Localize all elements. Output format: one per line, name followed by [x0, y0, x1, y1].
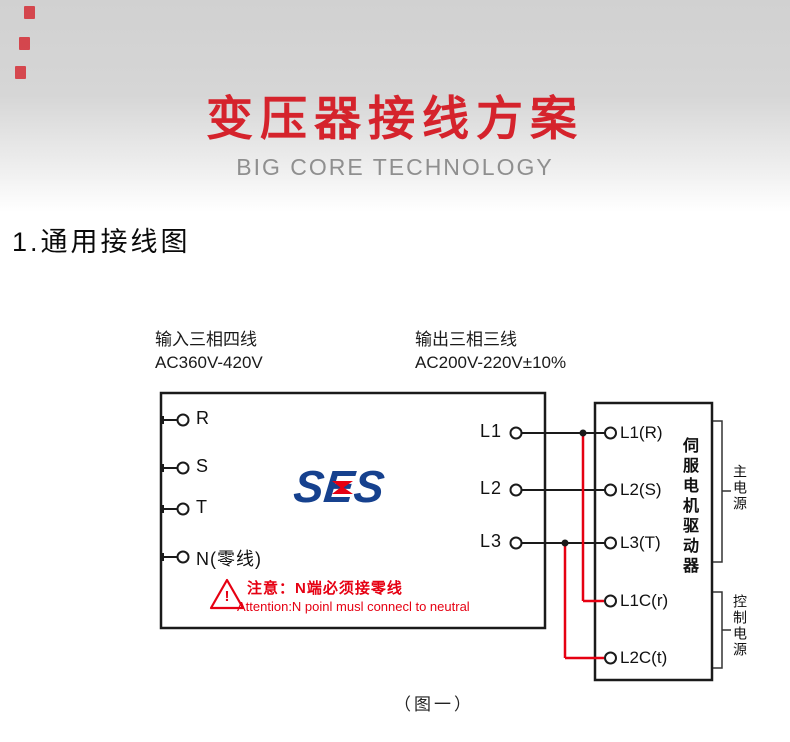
terminal-label-l2: L2	[480, 478, 503, 498]
page-subtitle: BIG CORE TECHNOLOGY	[236, 154, 554, 180]
input-terminal-symbols	[162, 413, 190, 564]
drive-terminal-l1r: L1(R)	[620, 423, 663, 442]
ses-logo-text: SES	[291, 461, 387, 512]
drive-terminal-l2ct: L2C(t)	[620, 648, 668, 667]
ses-logo-red-accent-icon	[332, 481, 353, 494]
control-power-label: 控制电源	[732, 594, 748, 658]
page-title: 变压器接线方案	[206, 92, 584, 145]
figure-caption: （图一）	[394, 695, 474, 714]
control-power-wires	[563, 433, 604, 660]
terminal-label-s: S	[196, 456, 210, 476]
drive-terminal-l2s: L2(S)	[620, 480, 662, 499]
section-heading: 1.通用接线图	[12, 227, 191, 257]
transformer-box	[159, 391, 547, 630]
warning-exclamation-icon: !	[224, 588, 230, 605]
terminal-label-r: R	[196, 408, 210, 428]
terminal-label-t: T	[196, 497, 208, 517]
warning-text-cn: 注意：N端必须接零线	[247, 580, 403, 597]
terminal-label-l3: L3	[480, 531, 503, 551]
ses-logo: SES	[291, 461, 406, 514]
drive-terminal-l1cr: L1C(r)	[620, 591, 669, 610]
terminal-label-n: N(零线)	[196, 549, 262, 569]
output-spec-line2: AC200V-220V±10%	[415, 353, 567, 372]
warning-text-en: Attention:N poinl musl connecl to neutra…	[237, 599, 470, 614]
input-spec-label: 输入三相四线 AC360V-420V	[155, 328, 263, 374]
drive-terminal-symbols	[604, 426, 617, 665]
wire-junction-dots	[561, 429, 587, 547]
header-band	[0, 0, 790, 212]
input-spec-line2: AC360V-420V	[155, 353, 263, 372]
warning-triangle-icon	[209, 578, 245, 610]
terminal-label-l1: L1	[480, 421, 503, 441]
main-power-bracket	[713, 420, 731, 563]
red-print-mark	[19, 37, 30, 50]
output-terminal-symbols-and-phase-wires	[509, 426, 605, 550]
output-spec-label: 输出三相三线 AC200V-220V±10%	[415, 328, 566, 374]
drive-name-vertical: 伺服电机驱动器	[680, 437, 697, 577]
red-print-mark	[24, 6, 35, 19]
output-spec-line1: 输出三相三线	[415, 330, 517, 349]
main-power-label: 主电源	[732, 464, 748, 512]
input-spec-line1: 输入三相四线	[155, 330, 257, 349]
control-power-bracket	[713, 591, 731, 669]
red-print-mark	[15, 66, 26, 79]
drive-box	[593, 401, 714, 682]
drive-terminal-l3t: L3(T)	[620, 533, 661, 552]
